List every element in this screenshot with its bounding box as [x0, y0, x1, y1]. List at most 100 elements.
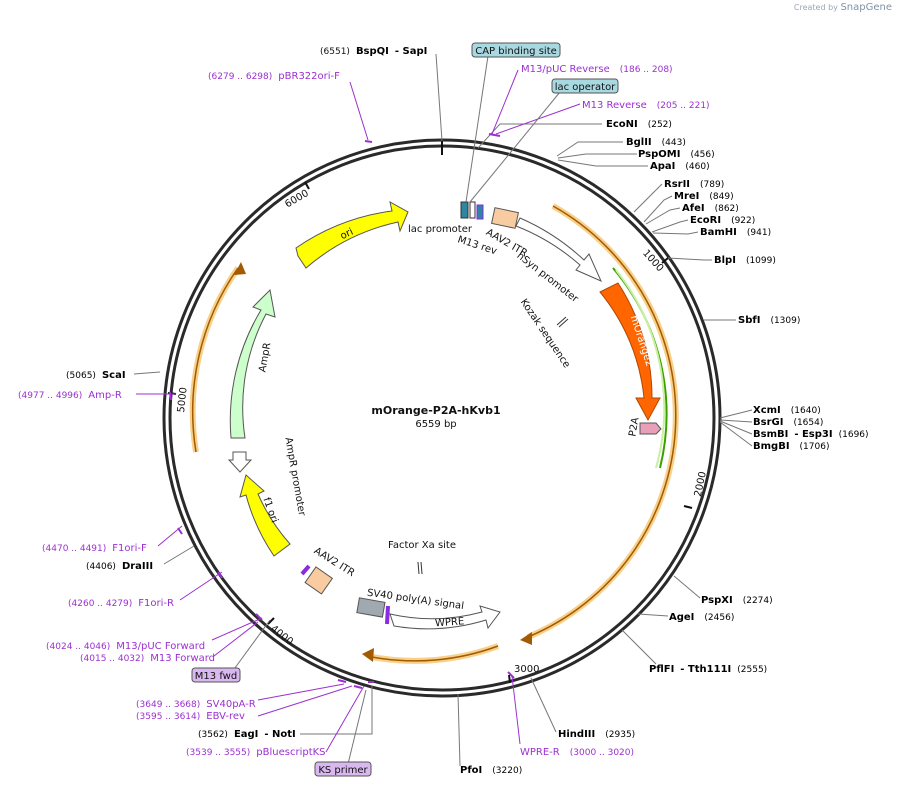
- enzyme-bsmbi: BsmBI- Esp3I(1696): [753, 429, 869, 440]
- tick-label-2000: 2000: [693, 471, 709, 498]
- feature-factor-xa-tick-1: [417, 561, 420, 575]
- feature-factor-xa-tick-2: [420, 561, 423, 575]
- feature-lac-promoter: [460, 201, 469, 219]
- box-label-cap-binding-site: CAP binding site: [475, 46, 557, 57]
- enzyme-hindiii: HindIII(2935): [558, 729, 635, 740]
- feature-label-p2a: P2A: [627, 416, 641, 437]
- feature-label-kozak-sequence: Kozak sequence: [518, 297, 572, 370]
- feature-aav2-itr-right: [491, 207, 519, 229]
- enzyme-bsrgi: BsrGI(1654): [753, 417, 823, 428]
- enzyme-scai: (5065)ScaI: [66, 370, 126, 381]
- box-ks-primer: KS primer: [314, 761, 372, 777]
- primer-labels: (6279 .. 6298)pBR322ori-F M13/pUC Revers…: [18, 64, 710, 758]
- enzyme-pflfi: PflFI- Tth111I(2555): [649, 664, 767, 675]
- snapgene-logo: SnapGene: [840, 2, 892, 13]
- lower-arc-arrowhead: [362, 648, 374, 662]
- enzyme-afei: AfeI(862): [682, 203, 739, 214]
- enzyme-labels: (6551)BspQI- SapI EcoNI(252) BglII(443) …: [66, 46, 869, 776]
- enzyme-bamhi: BamHI(941): [700, 227, 771, 238]
- box-cap-binding-site: CAP binding site: [471, 42, 561, 58]
- lower-arc-highlight: [371, 643, 500, 664]
- feature-m13-rev: [469, 201, 476, 219]
- feature-kozak-tick-2: [558, 318, 569, 328]
- feature-sv40-polya-mark: [385, 605, 390, 625]
- insert-arc: [527, 205, 677, 638]
- primer-ebv-rev: (3595 .. 3614)EBV-rev: [136, 711, 245, 722]
- feature-morange2: [599, 282, 661, 422]
- primer-m13-puc-forward: (4024 .. 4046)M13/pUC Forward: [46, 641, 205, 652]
- enzyme-leaders: [133, 53, 753, 767]
- enzyme-apai: ApaI(460): [650, 161, 710, 172]
- enzyme-bmgbi: BmgBI(1706): [753, 441, 829, 452]
- tick-label-5000: 5000: [176, 387, 190, 413]
- primer-f1ori-r: (4260 .. 4279)F1ori-R: [68, 598, 174, 609]
- enzyme-draiii: (4406)DraIII: [86, 561, 153, 572]
- primer-pbr322ori-f: (6279 .. 6298)pBR322ori-F: [208, 71, 340, 82]
- enzyme-ecori: EcoRI(922): [690, 215, 755, 226]
- enzyme-xcmi: XcmI(1640): [753, 405, 821, 416]
- enzyme-bglii: BglII(443): [626, 137, 686, 148]
- insert-arc-highlight: [526, 203, 679, 640]
- feature-p2a: [639, 422, 662, 435]
- box-lac-operator: lac operator: [551, 78, 619, 94]
- primer-m13-puc-reverse: M13/pUC Reverse(186 .. 208): [521, 64, 673, 75]
- insert-arc-arrowhead: [520, 632, 532, 645]
- left-arc-arrowhead: [234, 262, 246, 275]
- left-arc: [191, 267, 239, 453]
- feature-aav2-itr-left-mark: [300, 564, 311, 576]
- feature-label-ori: ori: [339, 227, 355, 242]
- primer-wpre-r: WPRE-R(3000 .. 3020): [520, 747, 634, 758]
- tick-3000: 3000: [508, 664, 539, 684]
- primer-sv40pa-r: (3649 .. 3668)SV40pA-R: [136, 699, 256, 710]
- box-m13-fwd: M13 fwd: [191, 667, 241, 683]
- enzyme-mrei: MreI(849): [674, 191, 734, 202]
- box-label-lac-operator: lac operator: [555, 82, 616, 93]
- enzyme-pspomi: PspOMI(456): [638, 149, 715, 160]
- feature-label-wpre: WPRE: [435, 616, 465, 629]
- primer-bars: [169, 133, 515, 689]
- feature-ori: [295, 201, 409, 269]
- watermark: Created by SnapGene: [794, 2, 892, 13]
- feature-wpre: [389, 605, 501, 630]
- primer-m13-forward: (4015 .. 4032)M13 Forward: [80, 653, 215, 664]
- feature-f1-ori: [239, 474, 291, 557]
- lower-arc: [371, 645, 499, 662]
- enzyme-econi: EcoNI(252): [606, 119, 672, 130]
- enzyme-bspqi: (6551)BspQI- SapI: [320, 46, 427, 57]
- green-arc-inner: [615, 269, 666, 469]
- feature-m13-rev-mark: [476, 204, 484, 220]
- enzyme-pfoi: PfoI(3220): [460, 765, 522, 776]
- enzyme-pspxi: PspXI(2274): [701, 595, 773, 606]
- feature-label-factor-xa-site: Factor Xa site: [388, 540, 456, 551]
- box-label-ks-primer: KS primer: [318, 765, 368, 776]
- tick-label-6000: 6000: [283, 188, 311, 210]
- enzyme-rsrii: RsrII(789): [664, 179, 724, 190]
- enzyme-eagi: (3562)EagI- NotI: [198, 729, 296, 740]
- feature-label-lac-promoter: lac promoter: [408, 224, 473, 235]
- tick-label-1000: 1000: [640, 248, 665, 274]
- feature-label-ampr: AmpR: [257, 342, 273, 373]
- feature-label-hsyn-promoter: hSyn promoter: [515, 250, 581, 305]
- feature-kozak-tick-1: [556, 316, 567, 326]
- primer-pbluescriptks: (3539 .. 3555)pBluescriptKS: [186, 747, 326, 758]
- enzyme-sbfi: SbfI(1309): [738, 315, 800, 326]
- watermark-created-by: Created by: [793, 3, 838, 12]
- box-label-m13-fwd: M13 fwd: [195, 671, 237, 682]
- feature-label-ampr-promoter: AmpR promoter: [282, 437, 307, 518]
- feature-aav2-itr-left: [304, 566, 334, 595]
- enzyme-blpi: BlpI(1099): [714, 255, 776, 266]
- primer-m13-reverse: M13 Reverse(205 .. 221): [582, 100, 710, 111]
- feature-ampr: [229, 288, 276, 439]
- enzyme-agei: AgeI(2456): [669, 612, 734, 623]
- plasmid-length: 6559 bp: [415, 419, 456, 430]
- box-leaders: [231, 55, 561, 765]
- primer-amp-r: (4977 .. 4996)Amp-R: [18, 390, 122, 401]
- feature-ampr-promoter: [227, 451, 253, 473]
- primer-f1ori-f: (4470 .. 4491)F1ori-F: [42, 543, 147, 554]
- feature-sv40-polya: [356, 597, 386, 618]
- tick-label-3000: 3000: [514, 664, 539, 675]
- plasmid-title: mOrange-P2A-hKvb1: [371, 404, 500, 417]
- feature-hsyn-promoter: [515, 217, 602, 282]
- tick-2000: 2000: [683, 471, 709, 509]
